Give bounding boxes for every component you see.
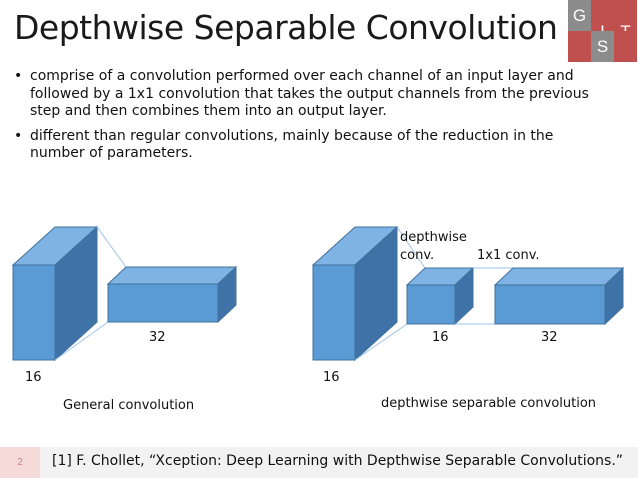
citation: [1] F. Chollet, “Xception: Deep Learning… xyxy=(52,453,624,469)
pointwise-label: 1x1 conv. xyxy=(477,248,540,263)
general-output-box-front xyxy=(107,283,219,323)
logo-cell-red-4 xyxy=(614,31,637,62)
general-output-box-top xyxy=(106,266,238,285)
footer-bar xyxy=(0,447,638,478)
logo-cell-red-2 xyxy=(614,0,637,31)
general-caption: General convolution xyxy=(63,398,195,413)
pointwise-box-top xyxy=(493,267,625,286)
bullet-text: different than regular convolutions, mai… xyxy=(30,127,554,162)
bullet-item: • comprise of a convolution performed ov… xyxy=(12,68,612,121)
convolution-diagram xyxy=(11,225,625,362)
separable-connector-line xyxy=(354,323,408,361)
bullet-marker: • xyxy=(14,127,23,144)
logo-letter-g: G xyxy=(568,0,591,31)
separable-connector-line xyxy=(396,226,426,269)
bullet-marker: • xyxy=(14,68,23,84)
depthwise-output-label: 16 xyxy=(432,330,449,345)
general-connector-line xyxy=(54,321,109,361)
separable-depth-label: 16 xyxy=(323,370,340,385)
pointwise-output-label: 32 xyxy=(541,330,558,345)
general-output-label: 32 xyxy=(149,330,166,345)
logo-letter-s: S xyxy=(591,31,614,62)
separable-input-cube-front xyxy=(312,264,356,361)
gist-logo: G I S T xyxy=(568,0,638,62)
general-input-cube-front xyxy=(12,264,56,361)
logo-cell-red xyxy=(591,0,614,31)
page-number: 2 xyxy=(0,447,40,478)
slide-title: Depthwise Separable Convolution xyxy=(14,8,558,47)
separable-caption: depthwise separable convolution xyxy=(381,396,597,411)
bullet-item: • different than regular convolutions, m… xyxy=(12,128,612,163)
depthwise-box-front xyxy=(406,284,456,325)
bullet-text: comprise of a convolution performed over… xyxy=(30,68,589,119)
general-connector-line xyxy=(96,226,127,268)
bullet-list: • comprise of a convolution performed ov… xyxy=(12,68,612,170)
depthwise-label: depthwise xyxy=(400,230,467,245)
logo-cell-red-3 xyxy=(568,31,591,62)
pointwise-box-front xyxy=(494,284,606,325)
depthwise-label-2: conv. xyxy=(400,248,435,263)
general-depth-label: 16 xyxy=(25,370,42,385)
